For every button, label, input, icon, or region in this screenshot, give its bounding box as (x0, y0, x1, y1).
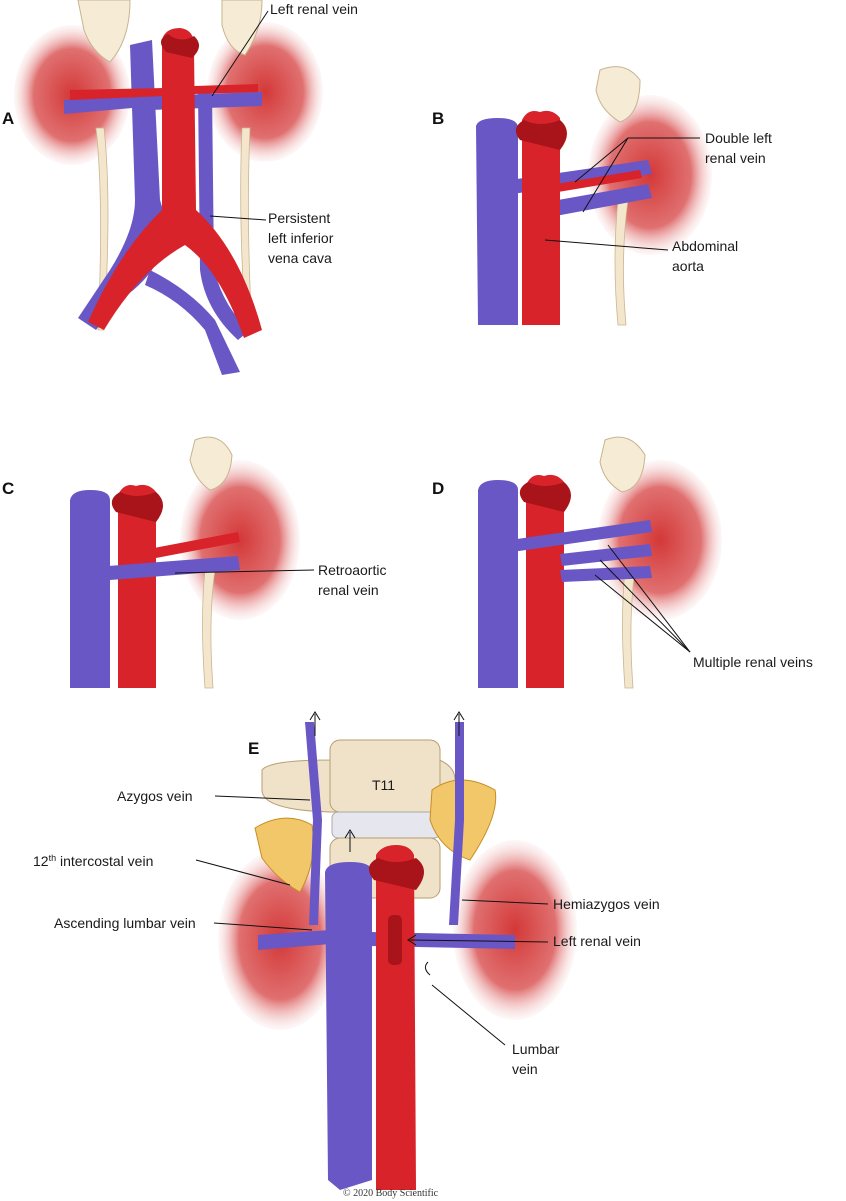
label-c-retro-1: Retroaortic (318, 562, 386, 578)
label-e-ascending-lumbar: Ascending lumbar vein (54, 915, 196, 931)
panel-a-letter: A (2, 109, 14, 128)
copyright-notice: © 2020 Body Scientific (343, 1188, 439, 1199)
label-a-persistent-1: Persistent (268, 210, 330, 226)
label-a-left-renal-vein: Left renal vein (270, 1, 358, 17)
left-iliac-vein (145, 270, 240, 375)
leader-b-aorta (544, 239, 669, 251)
b-lower-left-renal-vein (530, 184, 652, 220)
leader-a-left-renal-vein (211, 10, 269, 97)
leader-b-double-2 (582, 137, 629, 213)
panel-a: A Left renal vein Persistent left inferi… (2, 0, 358, 375)
panel-b-letter: B (432, 109, 444, 128)
leader-e-intercostal (195, 859, 291, 886)
c-left-adrenal (189, 436, 233, 491)
c-celiac (111, 492, 163, 522)
intervertebral-disc (331, 811, 441, 839)
t11-vertebral-body (329, 739, 441, 813)
label-d-multiple: Multiple renal veins (693, 654, 813, 670)
label-b-double-1: Double left (705, 130, 772, 146)
label-b-aorta-2: aorta (672, 258, 704, 274)
right-adrenal-gland (77, 0, 131, 63)
panel-e: E T11 Azygos vein 12th intercostal vein … (33, 711, 660, 1190)
right-renal-artery (70, 88, 164, 100)
right-renal-vein (64, 96, 132, 114)
abdominal-aorta (88, 28, 262, 338)
b-abdominal-aorta (522, 110, 560, 325)
d-renal-vein-3 (560, 566, 652, 582)
d-celiac (519, 482, 571, 512)
e-celiac (368, 858, 424, 890)
label-e-hemiazygos: Hemiazygos vein (553, 896, 660, 912)
persistent-left-ivc (198, 90, 250, 340)
arrow-up-left-hemiazygos (453, 711, 465, 736)
label-e-t11: T11 (372, 777, 395, 793)
arrow-up-right-azygos (309, 711, 321, 736)
e-superior-mesenteric (388, 915, 402, 965)
e-right-adrenal (254, 817, 314, 893)
leader-e-azygos (214, 795, 311, 801)
d-abdominal-aorta (526, 474, 564, 688)
label-e-lumbar-2: vein (512, 1061, 538, 1077)
label-a-persistent-2: left inferior (268, 230, 334, 246)
d-left-adrenal (599, 436, 646, 493)
leader-e-ascending-lumbar (213, 922, 313, 931)
d-left-ureter (622, 569, 636, 689)
left-kidney (207, 22, 323, 162)
label-b-aorta-1: Abdominal (672, 238, 738, 254)
c-ivc (70, 490, 110, 688)
label-a-persistent-3: vena cava (268, 250, 332, 266)
leader-d-3 (594, 574, 691, 653)
azygos-vein (305, 722, 322, 925)
leader-c-retroaortic (174, 569, 315, 574)
label-e-azygos: Azygos vein (117, 788, 192, 804)
celiac-trunk (160, 34, 200, 58)
panel-c: C Retroaortic renal vein (2, 436, 386, 689)
label-c-retro-2: renal vein (318, 582, 379, 598)
e-abdominal-aorta (376, 845, 416, 1190)
c-retroaortic-renal-vein (108, 556, 240, 580)
hemiazygos-vein (449, 722, 464, 925)
d-renal-vein-1 (510, 520, 652, 552)
label-e-lumbar-1: Lumbar (512, 1041, 560, 1057)
label-e-intercostal: 12th intercostal vein (33, 853, 153, 869)
panel-d: D Multiple renal veins (432, 436, 813, 689)
c-abdominal-aorta (118, 484, 156, 688)
leader-e-hemiazygos (461, 899, 549, 905)
b-ivc (476, 118, 518, 325)
left-renal-artery (194, 84, 258, 94)
left-adrenal-gland (221, 0, 263, 56)
leader-d-1 (607, 544, 691, 653)
d-ivc (478, 480, 518, 688)
e-left-kidney (453, 840, 577, 1020)
leader-e-left-renal-vein (407, 934, 549, 946)
leader-e-lumbar (424, 961, 506, 1046)
panel-b: B Double left renal vein Abdominal aorta (432, 66, 772, 326)
b-left-ureter (614, 199, 629, 326)
leader-a-persistent-ivc (209, 215, 267, 221)
label-e-left-renal-vein: Left renal vein (553, 933, 641, 949)
b-left-adrenal (595, 66, 641, 123)
c-left-ureter (202, 569, 216, 689)
panel-d-letter: D (432, 479, 444, 498)
b-celiac (515, 120, 567, 150)
arrow-up-center (344, 829, 356, 852)
panel-c-letter: C (2, 479, 14, 498)
e-right-renal-vein (258, 930, 330, 950)
b-left-renal-artery (556, 170, 642, 192)
c-left-renal-artery (154, 532, 240, 558)
e-ivc (325, 862, 372, 1190)
panel-e-letter: E (248, 739, 259, 758)
leader-d-2 (599, 559, 691, 653)
d-renal-vein-2 (560, 544, 652, 566)
label-b-double-2: renal vein (705, 150, 766, 166)
